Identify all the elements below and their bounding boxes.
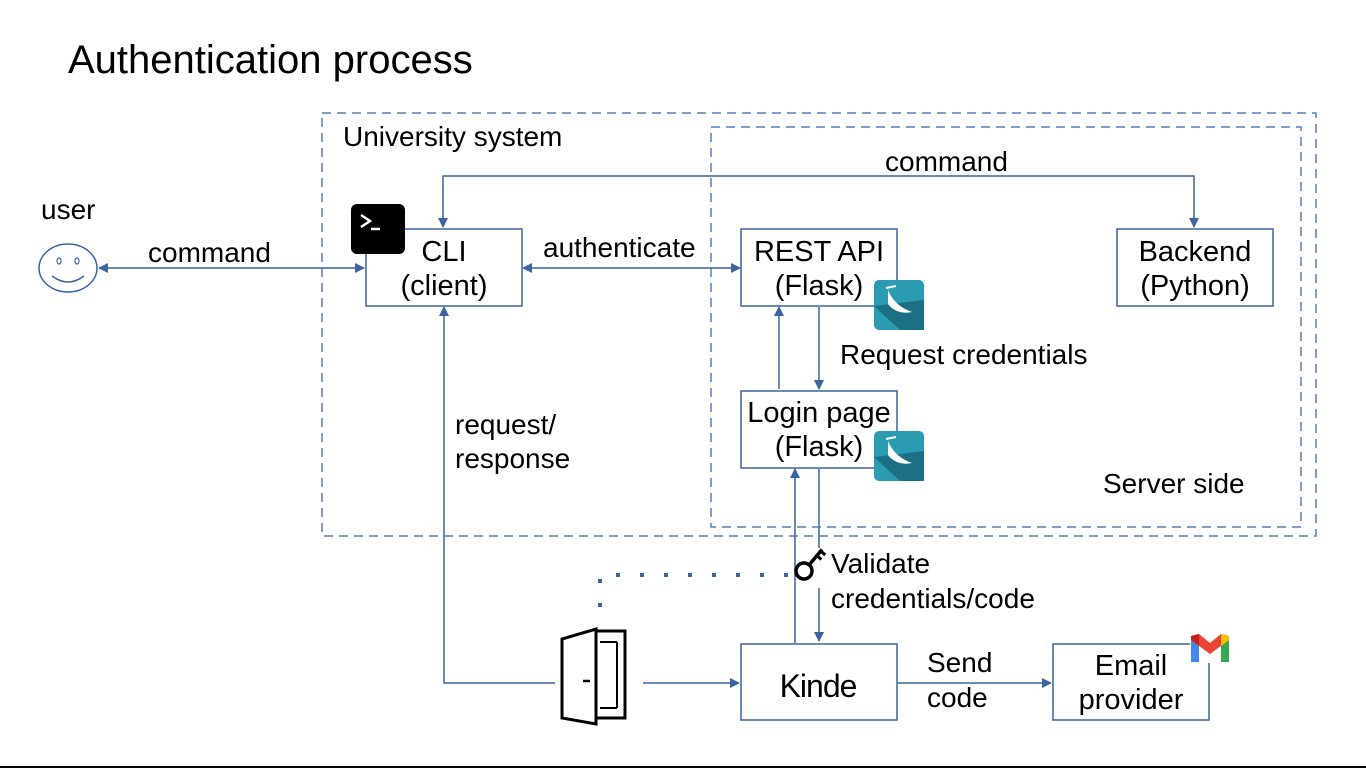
edge-door-cli	[439, 306, 555, 684]
user-label: user	[41, 194, 95, 225]
bottom-border	[0, 766, 1366, 768]
rest-api-label-line2: (Flask)	[775, 270, 864, 302]
backend-node: Backend (Python)	[1116, 228, 1274, 307]
smiley-face-icon	[38, 243, 98, 293]
flask-icon	[874, 280, 924, 330]
kinde-logo-text: Kinde	[780, 668, 857, 704]
server-side-label: Server side	[1103, 468, 1245, 499]
kinde-node: Kinde	[740, 643, 898, 721]
backend-label-line2: (Python)	[1140, 270, 1250, 302]
edge-label-response: response	[455, 443, 570, 474]
key-icon	[794, 548, 827, 581]
edge-label-rest-login: Request credentials	[840, 339, 1087, 370]
edge-label-credentials-code: credentials/code	[831, 583, 1035, 614]
edge-key-door-dotted	[598, 573, 788, 612]
rest-api-label-line1: REST API	[754, 236, 884, 268]
email-provider-node: Email provider	[1052, 643, 1210, 721]
rest-api-node: REST API (Flask)	[740, 228, 898, 307]
login-page-node: Login page (Flask)	[740, 390, 898, 469]
login-page-label-line1: Login page	[747, 397, 891, 429]
edge-label-validate: Validate	[831, 548, 930, 579]
flask-icon	[874, 431, 924, 481]
edge-label-user-cli: command	[148, 237, 271, 268]
cli-label-line1: CLI	[421, 236, 466, 268]
edge-cli-backend	[438, 175, 1199, 228]
edge-label-send: Send	[927, 647, 992, 678]
terminal-icon	[351, 204, 405, 254]
edge-label-rest-backend: command	[885, 146, 1008, 177]
email-label-line1: Email	[1095, 650, 1168, 682]
door-icon	[560, 626, 627, 726]
login-page-label-line2: (Flask)	[775, 431, 864, 463]
university-system-label: University system	[343, 121, 562, 152]
edge-label-code: code	[927, 682, 988, 713]
cli-label-line2: (client)	[400, 270, 487, 302]
edge-label-cli-rest: authenticate	[543, 232, 696, 263]
backend-label-line1: Backend	[1139, 236, 1252, 268]
edge-label-request: request/	[455, 409, 556, 440]
email-label-line2: provider	[1079, 684, 1184, 716]
page-title: Authentication process	[68, 38, 473, 82]
gmail-icon	[1190, 633, 1230, 663]
